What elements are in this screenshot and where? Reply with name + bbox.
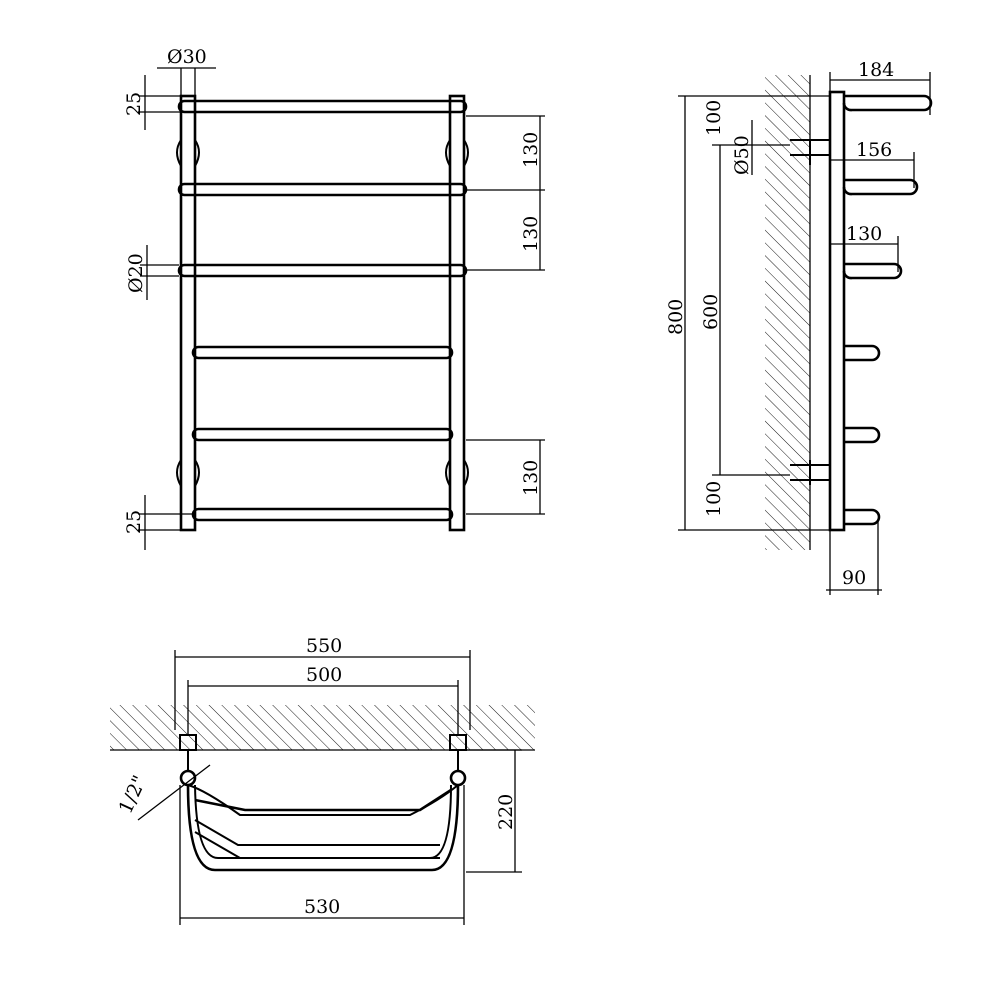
left-riser xyxy=(179,94,197,532)
total-height-label: 800 xyxy=(665,299,687,335)
dim-rail-diameter: Ø20 xyxy=(125,245,179,300)
wall-brackets xyxy=(176,139,469,487)
connection-distance-label: 600 xyxy=(700,294,722,330)
dim-depth: 220 xyxy=(466,749,522,873)
outer-width-label: 530 xyxy=(304,896,340,918)
rail-3 xyxy=(177,263,468,278)
spacing-bottom-label: 130 xyxy=(520,460,542,496)
dim-total-height: 800 xyxy=(665,95,830,531)
bottom-offset-label: 25 xyxy=(123,510,145,534)
side-connections xyxy=(790,139,830,485)
rail-6 xyxy=(191,507,454,522)
pipe-diameter-label: Ø30 xyxy=(167,46,207,68)
dim-overall-width: 550 xyxy=(174,635,471,730)
side-view: 800 600 100 100 Ø50 184 15 xyxy=(665,59,933,595)
right-riser xyxy=(448,94,466,532)
dim-wall-offset: 90 xyxy=(826,520,882,595)
spacing-top-2-label: 130 xyxy=(520,216,542,252)
depth-label: 220 xyxy=(495,794,517,830)
rail-diameter-label: Ø20 xyxy=(125,253,147,293)
top-gap-label: 100 xyxy=(703,100,725,136)
dim-shelf-depth-1: 184 xyxy=(829,59,931,115)
dim-connection-diameter: Ø50 xyxy=(731,120,753,175)
dim-top-offset: 25 xyxy=(123,75,181,130)
dim-gaps: 100 100 xyxy=(703,100,725,517)
rail-1 xyxy=(177,99,468,114)
rail-4 xyxy=(191,345,454,360)
thread-label: 1/2" xyxy=(115,772,152,817)
rail-2 xyxy=(177,182,468,197)
connection-diameter-label: Ø50 xyxy=(731,135,753,175)
top-view: 550 500 530 220 1/2" xyxy=(110,635,535,925)
shelf-depth-3-label: 130 xyxy=(846,223,882,245)
shelf-depth-1-label: 184 xyxy=(858,59,894,81)
dim-pipe-diameter: Ø30 xyxy=(157,46,216,96)
bottom-gap-label: 100 xyxy=(703,481,725,517)
dim-bottom-offset: 25 xyxy=(123,495,193,550)
wall-section-side xyxy=(765,75,810,550)
side-riser xyxy=(828,90,846,532)
wall-offset-label: 90 xyxy=(842,567,866,589)
dim-shelf-depth-2: 156 xyxy=(830,139,915,188)
rail-5 xyxy=(191,427,454,442)
wall-section-top xyxy=(110,705,535,750)
axis-distance-label: 500 xyxy=(306,664,342,686)
dim-axis-distance: 500 xyxy=(187,664,459,735)
overall-width-label: 550 xyxy=(306,635,342,657)
dim-outer-width: 530 xyxy=(179,785,465,925)
top-rail-outlines xyxy=(186,784,460,872)
top-offset-label: 25 xyxy=(123,92,145,116)
rails xyxy=(177,99,468,522)
dim-shelf-depth-3: 130 xyxy=(830,223,899,272)
shelf-depth-2-label: 156 xyxy=(856,139,892,161)
front-view: Ø30 25 Ø20 25 130 1 xyxy=(123,46,545,550)
dim-connection-distance: 600 xyxy=(700,144,790,476)
dim-spacings: 130 130 130 xyxy=(466,115,545,515)
spacing-top-1-label: 130 xyxy=(520,132,542,168)
